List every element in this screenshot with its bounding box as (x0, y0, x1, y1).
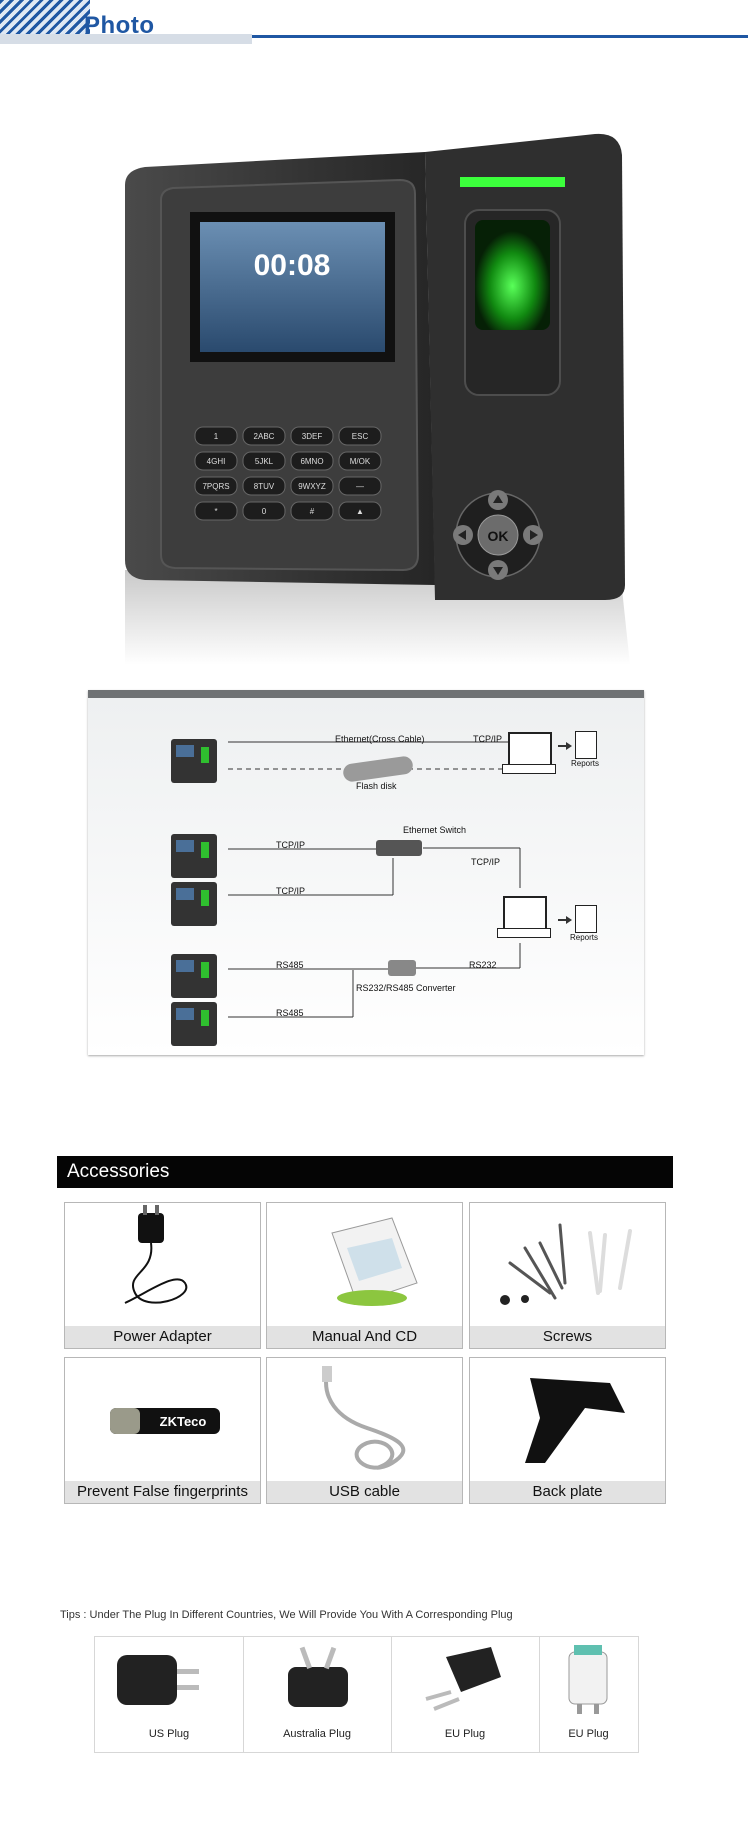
plug-item: EU Plug (391, 1637, 540, 1752)
label-flash-disk: Flash disk (356, 781, 397, 791)
key-mok: M/OK (350, 457, 371, 466)
terminal-icon (171, 882, 217, 926)
connection-diagram: Ethernet(Cross Cable) TCP/IP Flash disk … (88, 690, 644, 1055)
accessory-label: Manual And CD (267, 1326, 462, 1348)
plug-item: EU Plug (539, 1637, 638, 1752)
key-hash: # (310, 507, 315, 516)
accessory-card: USB cable (266, 1357, 463, 1504)
accessories-header-bar (57, 1156, 673, 1188)
terminal-icon (171, 1002, 217, 1046)
manual-and-cd-image (331, 1217, 418, 1306)
plug-label: EU Plug (444, 1728, 486, 1740)
back-plate-image (525, 1378, 625, 1463)
accessory-label: Screws (470, 1326, 665, 1348)
key-9: 9WXYZ (298, 482, 326, 491)
key-7: 7PQRS (202, 482, 229, 491)
us-plug-image (117, 1655, 199, 1705)
header-rule (252, 35, 748, 38)
label-reports: Reports (570, 933, 599, 942)
plug-label: EU Plug (568, 1728, 609, 1740)
plug-item: US Plug (95, 1637, 244, 1752)
accessory-label: Back plate (470, 1481, 665, 1503)
keyboard-icon (502, 764, 556, 774)
report-document-icon (575, 731, 597, 759)
key-5: 5JKL (255, 457, 274, 466)
ok-button-label: OK (488, 528, 509, 544)
screen-time-display: 00:08 (254, 249, 331, 282)
key-0: 0 (262, 507, 267, 516)
label-reports: Reports (571, 759, 600, 768)
computer-icon (508, 732, 552, 766)
keyboard-icon (497, 928, 551, 938)
zkteco-logo-text: ZKTeco (160, 1414, 207, 1429)
header-stripe-decoration (0, 0, 90, 40)
eu-plug-image (425, 1647, 501, 1711)
ethernet-switch-icon (376, 840, 422, 856)
power-adapter-image (124, 1205, 188, 1304)
accessory-card: Power Adapter (64, 1202, 261, 1349)
plug-options: US Plug Australia Plug EU Plug EU Plug (94, 1636, 639, 1753)
key-4: 4GHI (207, 457, 226, 466)
plug-tips-text: Tips : Under The Plug In Different Count… (60, 1609, 513, 1621)
accessory-label: Power Adapter (65, 1326, 260, 1348)
plug-label: US Plug (148, 1728, 190, 1740)
accessory-card: Back plate (469, 1357, 666, 1504)
terminal-icon (171, 739, 217, 783)
device-photo: 00:08 1 2ABC 3DEF ESC 4GHI 5JKL 6MNO M/O… (125, 130, 630, 665)
accessory-card: ZKTeco Prevent False fingerprints (64, 1357, 261, 1504)
usb-cable-image (322, 1366, 406, 1470)
accessory-label: Prevent False fingerprints (65, 1481, 260, 1503)
label-rs485: RS485 (276, 960, 304, 970)
key-3: 3DEF (302, 432, 323, 441)
label-tcpip: TCP/IP (471, 857, 501, 867)
accessory-label: USB cable (267, 1481, 462, 1503)
status-led (460, 177, 565, 187)
terminal-icon (171, 954, 217, 998)
key-backspace: — (356, 482, 364, 491)
accessory-card: Screws (469, 1202, 666, 1349)
label-ethernet-switch: Ethernet Switch (403, 825, 467, 835)
label-ethernet-cross-cable: Ethernet(Cross Cable) (335, 734, 425, 744)
accessories-title: Accessories (67, 1161, 170, 1182)
key-2: 2ABC (254, 432, 275, 441)
plug-label: Australia Plug (283, 1728, 351, 1740)
key-8: 8TUV (254, 482, 275, 491)
screws-image (500, 1223, 632, 1305)
fingerprint-sensor (475, 220, 550, 330)
label-tcpip: TCP/IP (473, 734, 503, 744)
plug-item: Australia Plug (243, 1637, 392, 1752)
accessory-card: Manual And CD (266, 1202, 463, 1349)
label-rs485: RS485 (276, 1008, 304, 1018)
australia-plug-image (288, 1646, 348, 1707)
report-document-icon (575, 905, 597, 933)
time-attendance-terminal-image: 00:08 1 2ABC 3DEF ESC 4GHI 5JKL 6MNO M/O… (125, 133, 630, 665)
label-rs232: RS232 (469, 960, 497, 970)
computer-icon (503, 896, 547, 930)
uk-plug-image (568, 1645, 608, 1714)
converter-icon (388, 960, 416, 976)
keypad (194, 426, 382, 521)
terminal-icon (171, 834, 217, 878)
key-1: 1 (214, 432, 219, 441)
section-title-photo: Photo (84, 12, 155, 39)
key-up: ▲ (356, 507, 364, 516)
key-6: 6MNO (300, 457, 323, 466)
key-esc: ESC (352, 432, 369, 441)
key-star: * (214, 507, 217, 516)
label-tcpip: TCP/IP (276, 886, 306, 896)
navigation-pad: OK (453, 490, 543, 580)
usb-dongle-image: ZKTeco (110, 1408, 220, 1434)
header-grey-band (0, 34, 252, 44)
label-converter: RS232/RS485 Converter (356, 983, 456, 993)
label-tcpip: TCP/IP (276, 840, 306, 850)
